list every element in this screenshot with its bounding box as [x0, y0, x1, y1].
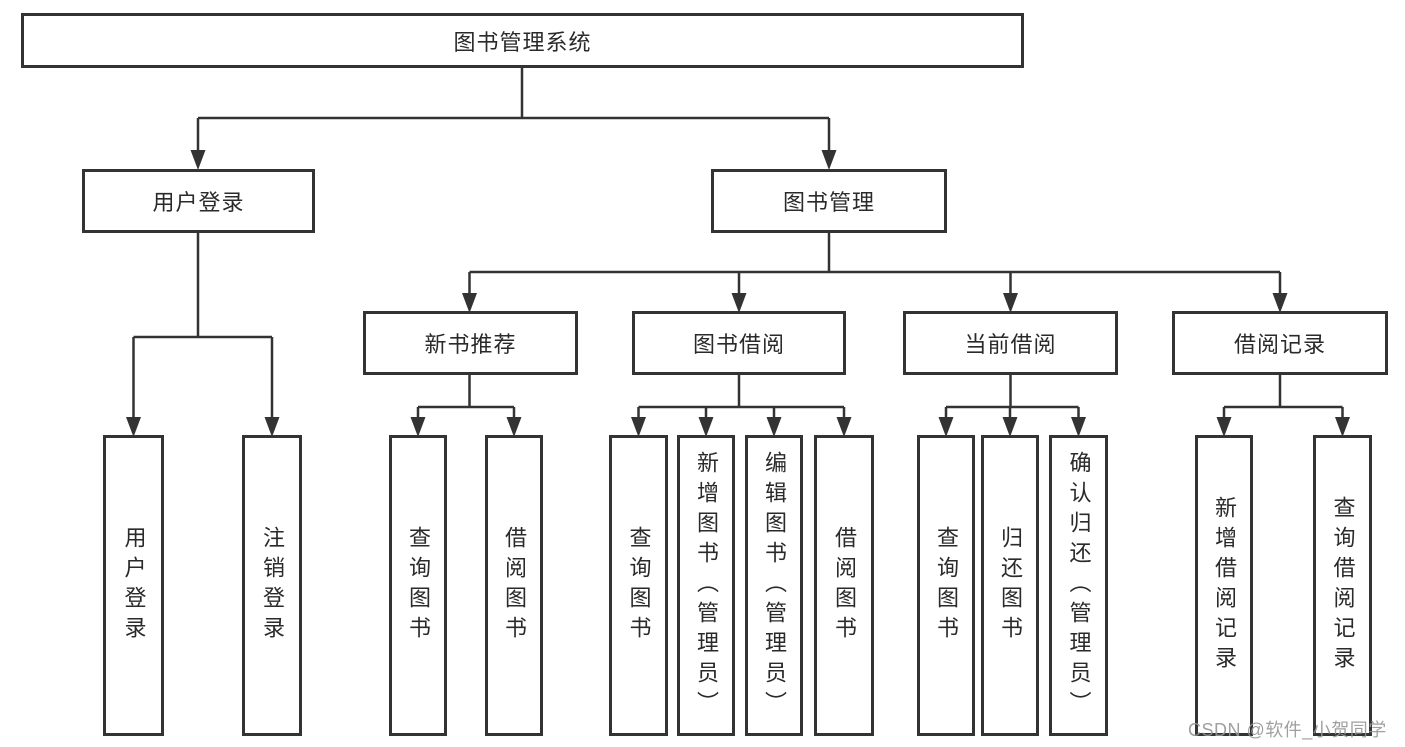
- node-borrow-records: 借阅记录: [1172, 311, 1388, 375]
- connector-new-book-recommend-to-leaves: [416, 375, 516, 420]
- arrow-down-icon: [1335, 417, 1350, 437]
- connector-borrow-records-to-leaves: [1222, 375, 1344, 420]
- leaf-borrow-borrow-book: 借阅图书: [814, 435, 874, 736]
- node-book-management: 图书管理: [711, 169, 947, 233]
- node-user-login: 用户登录: [82, 169, 315, 233]
- connector-book-borrow-to-leaves: [637, 375, 846, 420]
- leaf-current-query-book: 查询图书: [917, 435, 975, 736]
- arrow-down-icon: [698, 417, 714, 437]
- leaf-current-return-book: 归还图书: [981, 435, 1039, 736]
- arrow-down-icon: [410, 417, 426, 437]
- leaf-records-query-record: 查询借阅记录: [1313, 435, 1372, 736]
- arrow-down-icon: [1216, 417, 1232, 437]
- arrow-down-icon: [1071, 417, 1086, 437]
- leaf-records-add-record: 新增借阅记录: [1195, 435, 1253, 736]
- leaf-borrow-query-book: 查询图书: [609, 435, 668, 736]
- connector-book-management-to-level3: [468, 233, 1282, 296]
- arrow-down-icon: [462, 293, 477, 313]
- node-root: 图书管理系统: [21, 13, 1024, 68]
- connector-current-borrow-to-leaves: [944, 375, 1080, 420]
- arrow-down-icon: [1272, 293, 1288, 313]
- arrow-down-icon: [938, 417, 954, 437]
- arrow-down-icon: [126, 417, 141, 437]
- node-book-borrow: 图书借阅: [632, 311, 846, 375]
- leaf-current-confirm-return-admin: 确认归还（管理员）: [1049, 435, 1108, 736]
- arrow-down-icon: [264, 417, 280, 437]
- connector-root-to-level2: [196, 68, 831, 153]
- arrow-down-icon: [506, 417, 522, 437]
- arrow-down-icon: [631, 417, 646, 437]
- leaf-borrow-edit-book-admin: 编辑图书（管理员）: [745, 435, 803, 736]
- arrow-down-icon: [836, 417, 852, 437]
- arrow-down-icon: [821, 150, 837, 170]
- arrow-down-icon: [731, 293, 747, 313]
- arrow-down-icon: [1002, 417, 1018, 437]
- watermark: CSDN @软件_小贺同学: [1188, 720, 1387, 740]
- arrow-down-icon: [766, 417, 782, 437]
- leaf-borrow-add-book-admin: 新增图书（管理员）: [677, 435, 735, 736]
- leaf-recommend-query-book: 查询图书: [389, 435, 447, 736]
- node-new-book-recommend: 新书推荐: [363, 311, 578, 375]
- leaf-user-login: 用户登录: [103, 435, 164, 736]
- arrow-down-icon: [190, 150, 206, 170]
- leaf-recommend-borrow-book: 借阅图书: [485, 435, 543, 736]
- leaf-logout-login: 注销登录: [242, 435, 302, 736]
- node-current-borrow: 当前借阅: [903, 311, 1118, 375]
- connector-user-login-to-leaves: [132, 233, 274, 420]
- arrow-down-icon: [1003, 293, 1018, 313]
